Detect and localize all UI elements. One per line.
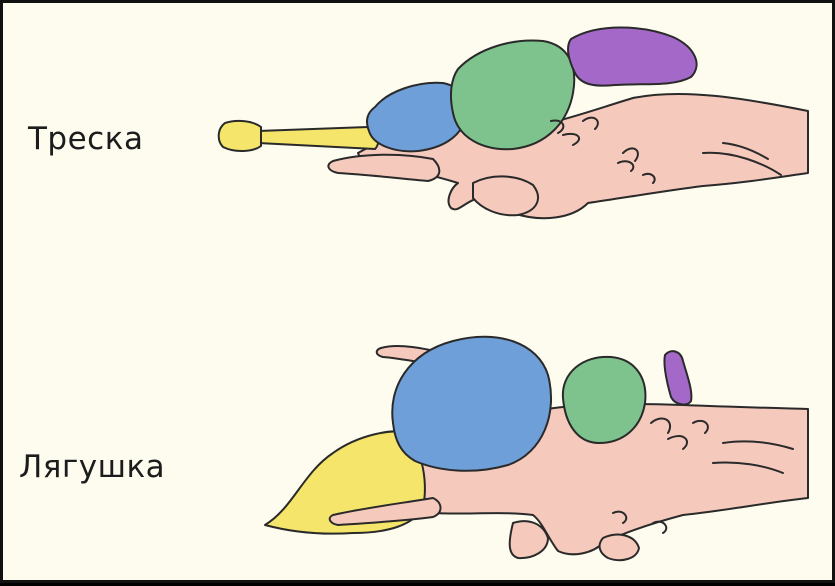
frog-brain — [265, 337, 808, 560]
cod-olfactory-bulb — [219, 121, 261, 151]
frog-lower-lobe — [600, 535, 639, 561]
cod-olfactory-stalk — [258, 127, 378, 149]
cod-cerebellum — [568, 28, 697, 86]
frog-label: Лягушка — [19, 449, 165, 485]
frog-midbrain — [563, 357, 646, 443]
cod-label: Треска — [28, 121, 143, 157]
cod-pituitary — [473, 176, 538, 215]
brain-diagram — [3, 3, 835, 586]
frog-purple-stub — [664, 351, 691, 404]
cod-hypothalamus — [328, 155, 439, 181]
cod-brain — [219, 28, 808, 219]
